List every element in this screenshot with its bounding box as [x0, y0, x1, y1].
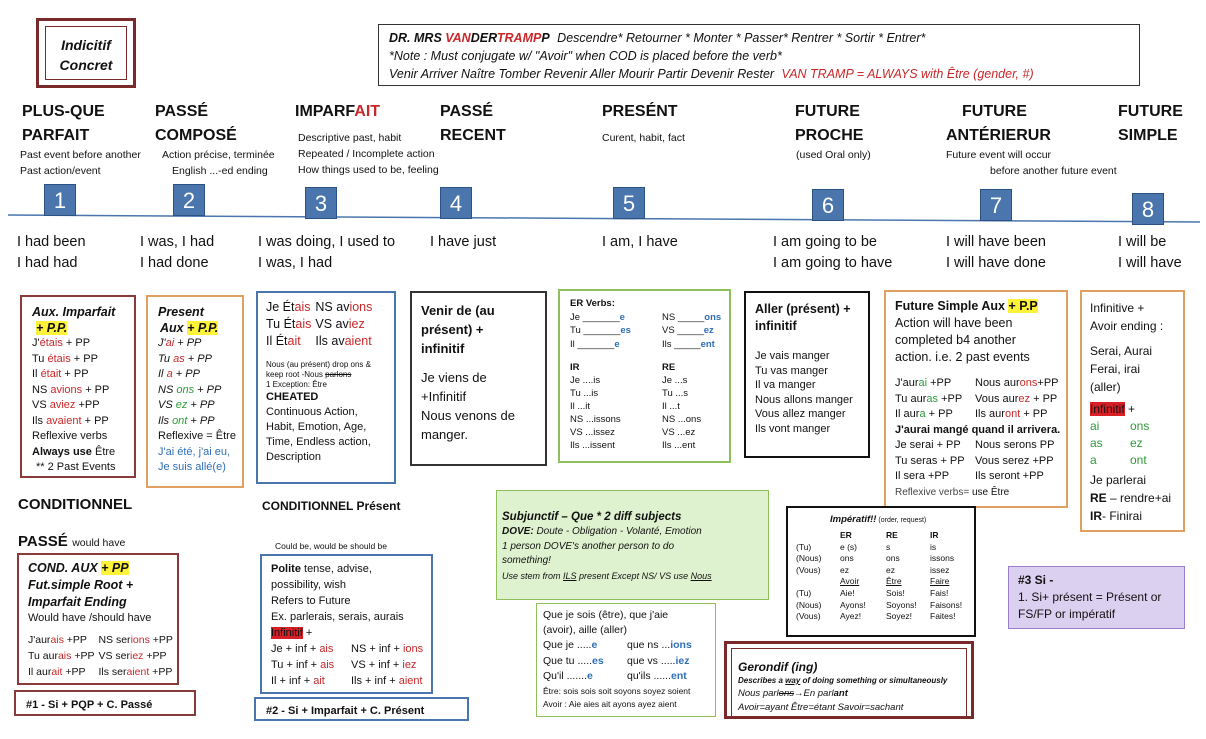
gerondif-box: Gerondif (ing) Describes a way of doing …	[724, 641, 974, 719]
tense-number-5: 5	[613, 187, 645, 219]
note-line-2: *Note : Must conjugate w/ "Avoir" when C…	[389, 49, 782, 63]
tense-number-7: 7	[980, 189, 1012, 221]
tense-number-2: 2	[173, 184, 205, 216]
plus-que-parfait-box: Aux. Imparfait + P.P. J'étais + PP Tu ét…	[20, 295, 136, 478]
si-rule-1-box: #1 - Si + PQP + C. Passé	[14, 690, 196, 716]
tense-number-6: 6	[812, 189, 844, 221]
indicatif-title-box: Indicitif Concret	[36, 18, 136, 88]
note-line-3: Venir Arriver Naître Tomber Revenir Alle…	[389, 67, 1034, 81]
english-5: I am, I have	[602, 234, 678, 250]
tense-3-heading: IMPARFAIT	[295, 103, 381, 120]
title-line-1: Indicitif	[61, 37, 111, 53]
conditionnel-present-heading: CONDITIONNEL Présent	[262, 499, 401, 513]
english-4: I have just	[430, 234, 497, 250]
van-tramp-note-box: DR. MRS VANDERTRAMPP Descendre* Retourne…	[378, 24, 1140, 86]
conditionnel-heading: CONDITIONNEL	[18, 496, 133, 513]
si-rule-2-box: #2 - Si + Imparfait + C. Présent	[254, 697, 469, 721]
subjonctif-conjugation-box: Que je sois (être), que j'aie(avoir), ai…	[536, 603, 716, 717]
future-anterieur-box: Future Simple Aux + P.P Action will have…	[884, 290, 1068, 508]
tense-5-heading: PRESÉNT	[602, 103, 678, 120]
note-line-1: DR. MRS VANDERTRAMPP Descendre* Retourne…	[389, 31, 926, 45]
conditionnel-passe-heading: PASSÉ would have	[18, 533, 126, 550]
tense-number-3: 3	[305, 187, 337, 219]
tense-6-desc: (used Oral only)	[796, 149, 871, 161]
tense-5-desc: Curent, habit, fact	[602, 132, 685, 144]
subjonctif-box: Subjunctif – Que * 2 diff subjects DOVE:…	[496, 490, 769, 600]
title-line-2: Concret	[59, 57, 113, 73]
future-proche-box: Aller (présent) + infinitif Je vais mang…	[744, 291, 870, 458]
tense-number-1: 1	[44, 184, 76, 216]
tense-number-8: 8	[1132, 193, 1164, 225]
passe-compose-box: Present Aux + P.P. J'ai + PP Tu as + PP …	[146, 295, 244, 488]
si-rule-3-box: #3 Si - 1. Si+ présent = Présent or FS/F…	[1008, 566, 1185, 629]
tense-number-4: 4	[440, 187, 472, 219]
could-be-note: Could be, would be should be	[275, 541, 387, 551]
conditionnel-passe-box: COND. AUX + PP Fut.simple Root + Imparfa…	[17, 553, 179, 685]
